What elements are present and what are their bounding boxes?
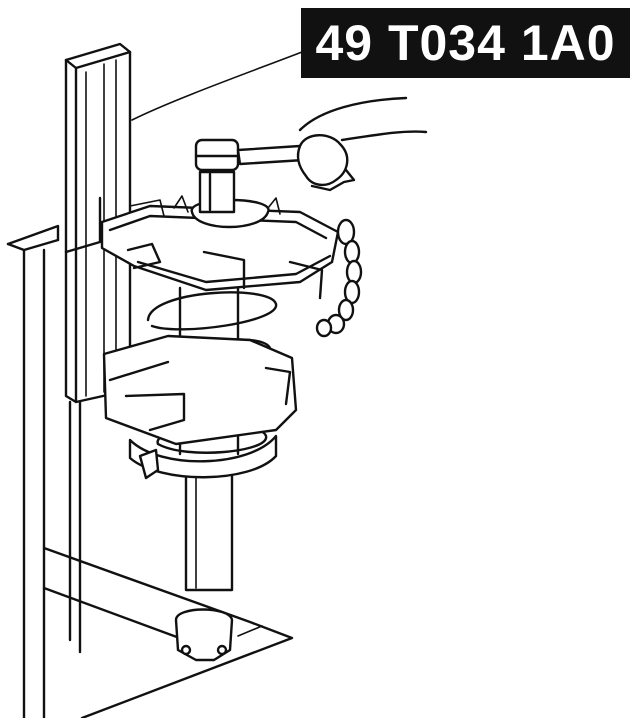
bench-frame <box>6 224 60 718</box>
wrench <box>194 138 306 172</box>
lower-jaw <box>102 334 298 480</box>
callout-leader <box>131 51 303 121</box>
lower-pillar <box>68 400 82 654</box>
strut-top-mount <box>173 170 281 229</box>
safety-chain <box>315 218 363 338</box>
sst-number-label: 49 T034 1A0 <box>301 8 630 78</box>
sst-number-text: 49 T034 1A0 <box>315 15 616 71</box>
strut-lower-clevis <box>174 608 234 662</box>
technician-hand <box>296 96 428 192</box>
